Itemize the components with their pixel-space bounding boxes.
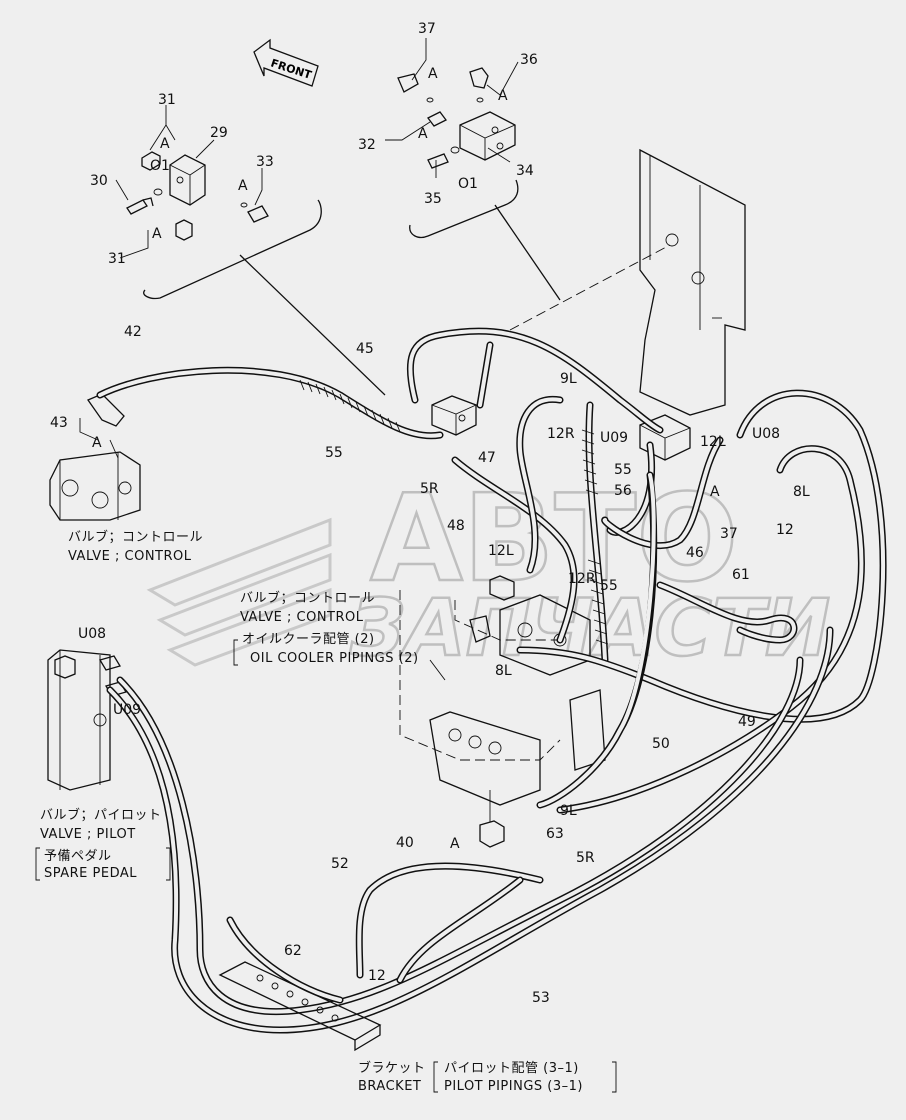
label-30: 30 — [90, 173, 108, 189]
label-12r-b: 12R — [568, 571, 596, 587]
label-33: 33 — [256, 154, 274, 170]
label-55a: 55 — [325, 445, 343, 461]
label-12l-b: 12L — [700, 434, 726, 450]
label-9l-a: 9L — [560, 371, 577, 387]
label-48: 48 — [447, 518, 465, 534]
label-40: 40 — [396, 835, 414, 851]
label-31a: 31 — [158, 92, 176, 108]
label-52: 52 — [331, 856, 349, 872]
captions: バルブ；コントロール VALVE ; CONTROL バルブ；コントロール VA… — [40, 529, 583, 1094]
caption-control-valve-jp: バルブ；コントロール — [68, 529, 203, 545]
hoses — [96, 327, 887, 1034]
caption-spare-pedal-en: SPARE PEDAL — [44, 866, 137, 881]
label-62: 62 — [284, 943, 302, 959]
label-35: 35 — [424, 191, 442, 207]
label-8l-a: 8L — [793, 484, 810, 500]
bracket-bottom — [218, 961, 382, 1052]
label-u08-a: U08 — [752, 426, 780, 442]
label-u09-a: U09 — [600, 430, 628, 446]
label-55b: 55 — [614, 462, 632, 478]
control-valve-center — [399, 575, 606, 848]
label-46: 46 — [686, 545, 704, 561]
caption-pilot-valve-jp: バルブ；パイロット — [40, 807, 162, 823]
label-61: 61 — [732, 567, 750, 583]
label-47: 47 — [478, 450, 496, 466]
label-53: 53 — [532, 990, 550, 1006]
valve-block-46 — [639, 414, 691, 461]
label-a9: A — [450, 836, 460, 852]
label-49: 49 — [738, 714, 756, 730]
caption-spare-pedal-jp: 予備ペダル — [44, 848, 112, 864]
label-31b: 31 — [108, 251, 126, 267]
label-55c: 55 — [600, 578, 618, 594]
caption-control-valve-en: VALVE ; CONTROL — [68, 549, 192, 564]
label-a2: A — [238, 178, 248, 194]
caption-bracket-jp: ブラケット — [358, 1060, 426, 1076]
label-43: 43 — [50, 415, 68, 431]
label-12r-a: 12R — [547, 426, 575, 442]
label-a3: A — [152, 226, 162, 242]
detail-callout-right — [385, 38, 561, 301]
label-37b: 37 — [720, 526, 738, 542]
label-a1: A — [160, 136, 170, 152]
label-29: 29 — [210, 125, 228, 141]
part-labels: 29 30 31 31 33 O1 A A A 37 36 32 34 35 O… — [50, 21, 810, 1006]
label-5r-b: 5R — [576, 850, 595, 866]
label-u08-b: U08 — [78, 626, 106, 642]
label-42: 42 — [124, 324, 142, 340]
label-a6: A — [418, 126, 428, 142]
label-12-b: 12 — [368, 968, 386, 984]
caption-pilot-valve-en: VALVE ; PILOT — [40, 827, 136, 842]
pilot-valve — [47, 649, 127, 791]
caption-bracket-en: BRACKET — [358, 1079, 421, 1094]
label-37a: 37 — [418, 21, 436, 37]
label-a7: A — [92, 435, 102, 451]
label-50: 50 — [652, 736, 670, 752]
caption-oil-cooler-jp: オイルクーラ配管 (2) — [242, 632, 375, 647]
label-o1a: O1 — [150, 158, 170, 174]
label-a8: A — [710, 484, 720, 500]
caption-pilot-pipings-en: PILOT PIPINGS (3–1) — [444, 1079, 583, 1094]
bracket-plate — [509, 148, 746, 416]
label-5r-a: 5R — [420, 481, 439, 497]
label-63: 63 — [546, 826, 564, 842]
caption-oil-cooler-en: OIL COOLER PIPINGS (2) — [250, 651, 419, 666]
control-valve-left — [49, 393, 141, 521]
front-arrow: FRONT — [253, 38, 319, 87]
label-34: 34 — [516, 163, 534, 179]
detail-callout-left — [115, 105, 386, 396]
caption-pilot-pipings-jp: パイロット配管 (3–1) — [444, 1061, 579, 1076]
label-a4: A — [428, 66, 438, 82]
label-u09-b: U09 — [113, 702, 141, 718]
label-8l-b: 8L — [495, 663, 512, 679]
label-12l-a: 12L — [488, 543, 514, 559]
label-32: 32 — [358, 137, 376, 153]
label-o1b: O1 — [458, 176, 478, 192]
label-45: 45 — [356, 341, 374, 357]
label-12-a: 12 — [776, 522, 794, 538]
label-36: 36 — [520, 52, 538, 68]
caption-control-valve2-jp: バルブ；コントロール — [240, 590, 375, 606]
label-9l-b: 9L — [560, 803, 577, 819]
caption-control-valve2-en: VALVE ; CONTROL — [240, 610, 364, 625]
watermark-logo — [146, 517, 332, 667]
caption-brackets — [35, 639, 617, 1093]
label-a5: A — [498, 88, 508, 104]
label-56: 56 — [614, 483, 632, 499]
valve-block-45 — [431, 395, 477, 436]
